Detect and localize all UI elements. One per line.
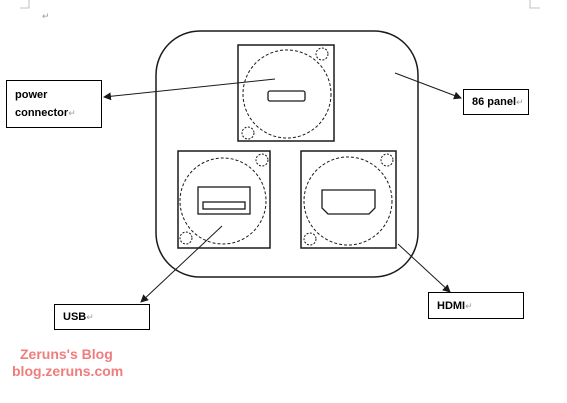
- usb-label: USB↵: [54, 304, 150, 330]
- usb-module-screw-bottom: [179, 231, 193, 245]
- hdmi-port: [321, 189, 376, 215]
- panel-outline: [155, 30, 419, 278]
- panel-label: 86 panel↵: [463, 89, 529, 115]
- power-connector-label: power connector↵: [6, 80, 102, 128]
- hdmi-label-text: HDMI: [437, 300, 466, 312]
- usb-label-text: USB: [63, 311, 87, 323]
- hdmi-module-dashed-circle: [303, 156, 393, 246]
- usb-module-frame: [177, 150, 271, 249]
- paragraph-mark: ↵: [86, 312, 94, 322]
- power-module-frame: [237, 44, 335, 142]
- blog-watermark: Zeruns's Blog blog.zeruns.com: [12, 346, 123, 380]
- usb-module-screw-top: [255, 153, 269, 167]
- panel-arrow: [394, 72, 462, 100]
- hdmi-module-frame: [300, 150, 397, 249]
- crop-mark-left: [20, 0, 30, 9]
- hdmi-module-screw-top: [380, 153, 394, 167]
- power-socket: [267, 90, 306, 102]
- power-module-screw-bottom: [241, 126, 255, 140]
- hdmi-module: [300, 150, 397, 249]
- power-connector-module: [237, 44, 335, 142]
- usb-module: [177, 150, 271, 249]
- usb-module-dashed-circle: [179, 157, 267, 245]
- watermark-line2: blog.zeruns.com: [12, 363, 124, 379]
- power-connector-label-line1: power: [15, 89, 48, 101]
- hdmi-arrow: [397, 243, 451, 293]
- panel-label-text: 86 panel: [472, 96, 517, 108]
- usb-port-tongue: [202, 201, 246, 210]
- power-connector-arrow: [103, 78, 276, 101]
- power-module-screw-top: [315, 47, 329, 61]
- paragraph-mark: ↵: [465, 301, 473, 311]
- watermark-line1: Zeruns's Blog: [20, 346, 113, 362]
- hdmi-module-screw-bottom: [303, 232, 317, 246]
- paragraph-mark: ↵: [516, 97, 524, 107]
- paragraph-mark: ↵: [42, 11, 50, 21]
- crop-mark-right: [529, 0, 540, 9]
- paragraph-mark: ↵: [68, 108, 76, 118]
- power-module-dashed-circle: [242, 49, 332, 139]
- power-connector-label-line2: connector: [15, 107, 69, 119]
- usb-arrow: [140, 225, 223, 303]
- usb-port: [197, 186, 251, 215]
- hdmi-label: HDMI↵: [428, 292, 524, 319]
